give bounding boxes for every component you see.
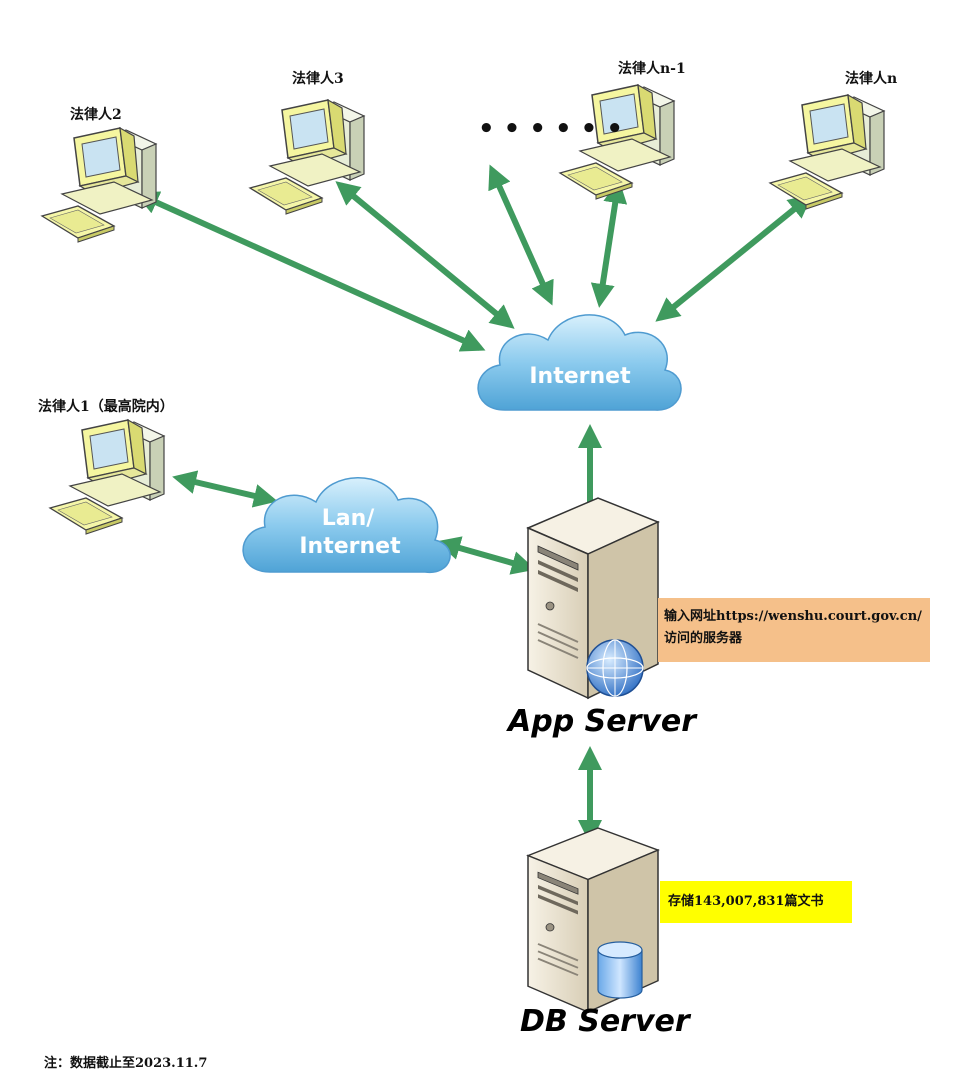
arrow-client3-internet bbox=[335, 181, 515, 329]
arrow-dots-internet bbox=[488, 164, 554, 306]
client-3-label: 法律人3 bbox=[292, 71, 344, 87]
arrow-clientn-internet bbox=[655, 194, 813, 322]
lan-internet-cloud-icon: Lan/ Internet bbox=[242, 477, 451, 573]
client-1-computer-icon bbox=[49, 419, 165, 535]
app-server-note: 输入网址https://wenshu.court.gov.cn/ 访问的服务器 bbox=[658, 598, 930, 662]
internet-cloud-label: Internet bbox=[529, 364, 631, 389]
db-server-icon bbox=[527, 827, 659, 1013]
app-server-note-line1: 输入网址https://wenshu.court.gov.cn/ bbox=[664, 609, 922, 624]
app-server-icon bbox=[527, 497, 659, 699]
db-server-note: 存储143,007,831篇文书 bbox=[660, 881, 852, 923]
lan-cloud-label-line2: Internet bbox=[299, 534, 401, 559]
client-3-computer-icon bbox=[249, 99, 365, 215]
client-n-computer-icon bbox=[769, 94, 885, 210]
connection-arrows bbox=[134, 164, 813, 844]
arrow-clientn1-internet bbox=[590, 179, 628, 308]
app-server-note-line2: 访问的服务器 bbox=[664, 631, 743, 646]
db-server-title: DB Server bbox=[520, 1004, 690, 1039]
client-n-label: 法律人n bbox=[845, 71, 898, 87]
client-1-label: 法律人1（最高院内） bbox=[38, 399, 174, 415]
client-n-1-label: 法律人n-1 bbox=[618, 61, 686, 77]
database-icon bbox=[597, 941, 643, 999]
footnote: 注：数据截止至2023.11.7 bbox=[44, 1056, 208, 1071]
arrow-client1-lan bbox=[172, 470, 278, 508]
internet-cloud-icon: Internet bbox=[477, 314, 682, 411]
arrow-lan-app bbox=[436, 536, 536, 575]
client-2-computer-icon bbox=[41, 127, 157, 243]
globe-icon bbox=[586, 639, 644, 697]
client-2-label: 法律人2 bbox=[70, 107, 122, 123]
lan-cloud-label-line1: Lan/ bbox=[322, 506, 376, 531]
app-server-title: App Server bbox=[508, 704, 697, 739]
arrow-client2-internet bbox=[134, 191, 486, 352]
more-clients-dots: • • • • • • bbox=[478, 114, 623, 144]
